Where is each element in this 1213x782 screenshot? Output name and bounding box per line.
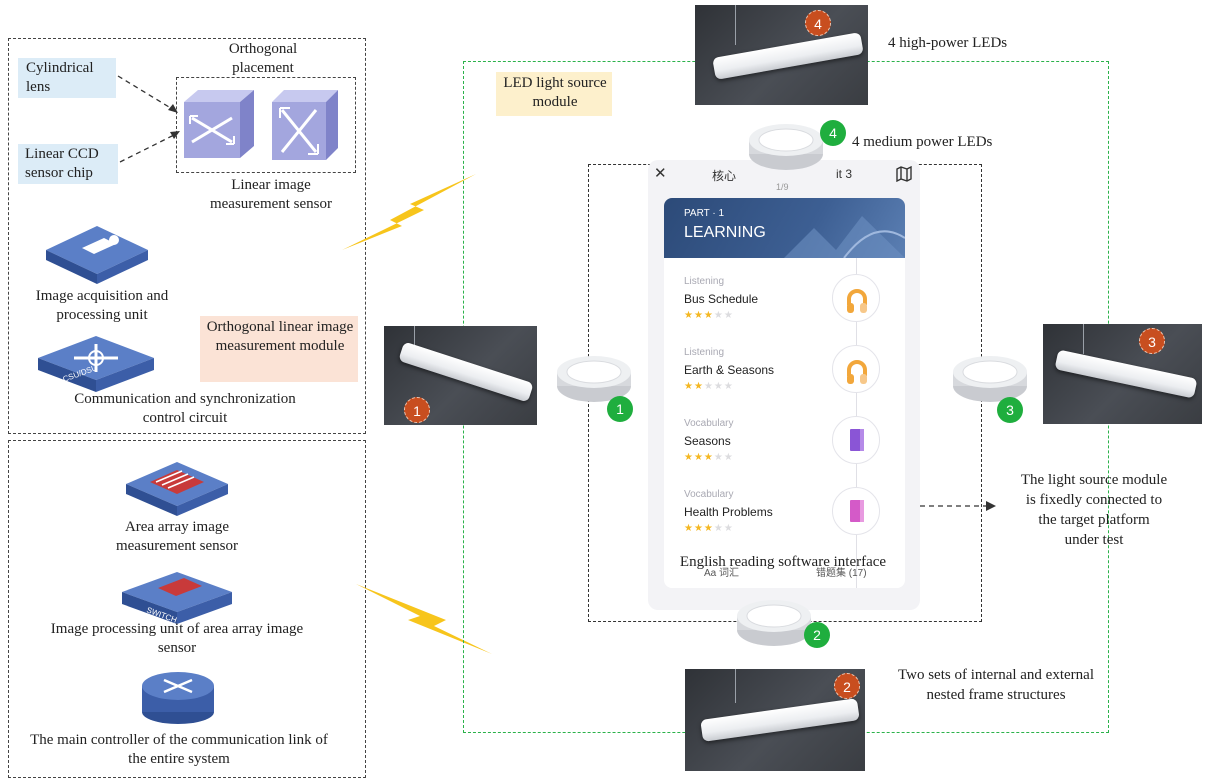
csu-dsu-icon: CSU/DSU <box>38 336 154 392</box>
nested-frames-label: Two sets of internal and external nested… <box>898 667 1094 703</box>
item-title: Earth & Seasons <box>684 363 775 377</box>
list-item[interactable]: Vocabulary Health Problems ★★★★★ <box>664 477 905 548</box>
part-label: PART · 1 <box>684 208 725 219</box>
high-power-badge-4: 4 <box>805 10 831 36</box>
area-processing-label: Image processing unit of area array imag… <box>50 621 304 656</box>
switch-icon: SWITCH <box>122 572 232 625</box>
comm-sync-label: Communication and synchronization contro… <box>74 391 296 426</box>
medium-power-badge-2: 2 <box>804 622 830 648</box>
page-indicator: 1/9 <box>776 182 789 192</box>
app-topbar: ✕ 核心 it 3 1/9 <box>648 160 920 192</box>
lightning-icon <box>342 174 476 250</box>
lens-to-cube-arrow <box>117 75 178 113</box>
medium-power-badge-3: 3 <box>997 397 1023 423</box>
vocab-tab[interactable]: Aa 词汇 <box>704 568 740 579</box>
medium-power-badge-4: 4 <box>820 120 846 146</box>
book-icon[interactable] <box>832 416 880 464</box>
item-title: Health Problems <box>684 505 773 519</box>
led-puck-icon <box>749 124 823 170</box>
led-puck-icon <box>737 600 811 646</box>
software-caption: English reading software interface <box>679 554 887 570</box>
high-power-badge-3: 3 <box>1139 328 1165 354</box>
led-bar-photo-top <box>695 5 868 105</box>
orthogonal-placement-label: Orthogonal placement <box>228 41 298 76</box>
orthogonal-module-label: Orthogonal linear image measurement modu… <box>206 319 354 354</box>
camera-unit-icon <box>46 226 148 284</box>
item-title: Bus Schedule <box>684 292 759 306</box>
cylinder-lens-cube-icon <box>184 90 254 158</box>
orthogonal-module-box <box>8 38 366 434</box>
item-title: Seasons <box>684 434 731 448</box>
main-controller-label: The main controller of the communication… <box>30 732 328 767</box>
close-icon[interactable]: ✕ <box>654 165 667 182</box>
map-icon[interactable] <box>896 166 912 182</box>
item-stars: ★★★★★ <box>684 523 734 534</box>
led-puck-icon <box>953 356 1027 402</box>
medium-power-label: 4 medium power LEDs <box>852 134 993 150</box>
lesson-hero: PART · 1 LEARNING <box>664 198 905 258</box>
ccd-to-cube-arrow <box>119 131 180 163</box>
item-stars: ★★★★★ <box>684 310 734 321</box>
cylindrical-lens-label: Cylindrical lens <box>26 60 94 95</box>
headphones-icon[interactable] <box>832 345 880 393</box>
list-item[interactable]: Vocabulary Seasons ★★★★★ <box>664 406 905 477</box>
high-power-badge-1: 1 <box>404 397 430 423</box>
item-category: Listening <box>684 276 725 287</box>
reading-software-screen: ✕ 核心 it 3 1/9 PART · 1 LEARNING Listenin… <box>648 160 920 610</box>
acquisition-unit-label: Image acquisition and processing unit <box>35 288 169 323</box>
mistakes-tab[interactable]: 错题集 (17) <box>816 568 867 579</box>
led-bar-photo-right <box>1043 324 1202 424</box>
area-array-box <box>8 440 366 778</box>
linear-ccd-highlight <box>18 144 118 184</box>
headphones-icon[interactable] <box>832 274 880 322</box>
area-sensor-label: Area array image measurement sensor <box>115 519 239 554</box>
linear-ccd-label: Linear CCD sensor chip <box>25 146 99 181</box>
high-power-badge-2: 2 <box>834 673 860 699</box>
list-item[interactable]: Listening Earth & Seasons ★★★★★ <box>664 335 905 406</box>
module-label-highlight <box>200 316 358 382</box>
led-module-label: LED light source module <box>503 75 607 110</box>
item-category: Listening <box>684 347 725 358</box>
lightning-icon <box>356 584 492 654</box>
led-module-highlight <box>496 72 612 116</box>
mountains-graphic <box>784 216 905 258</box>
lesson-card: PART · 1 LEARNING Listening Bus Schedule… <box>664 198 905 588</box>
item-category: Vocabulary <box>684 489 734 500</box>
item-stars: ★★★★★ <box>684 452 734 463</box>
cylindrical-lens-highlight <box>18 58 116 98</box>
ccd-chip-cube-icon <box>272 90 338 160</box>
item-category: Vocabulary <box>684 418 734 429</box>
fixed-connection-note: The light source module is fixedly conne… <box>1020 472 1168 548</box>
section-title: LEARNING <box>684 224 766 241</box>
led-puck-icon <box>557 356 631 402</box>
item-stars: ★★★★★ <box>684 381 734 392</box>
router-icon <box>142 672 214 724</box>
medium-power-badge-1: 1 <box>607 396 633 422</box>
area-sensor-icon <box>126 462 228 516</box>
sensor-cubes-box <box>176 77 356 173</box>
book-icon[interactable] <box>832 487 880 535</box>
platform-arrow <box>920 501 996 511</box>
app-title-partial: 核心 <box>712 169 737 183</box>
high-power-label: 4 high-power LEDs <box>888 35 1008 51</box>
unit-label-partial: it 3 <box>836 167 853 181</box>
linear-sensor-label: Linear image measurement sensor <box>209 177 333 212</box>
list-item[interactable]: Listening Bus Schedule ★★★★★ <box>664 264 905 335</box>
